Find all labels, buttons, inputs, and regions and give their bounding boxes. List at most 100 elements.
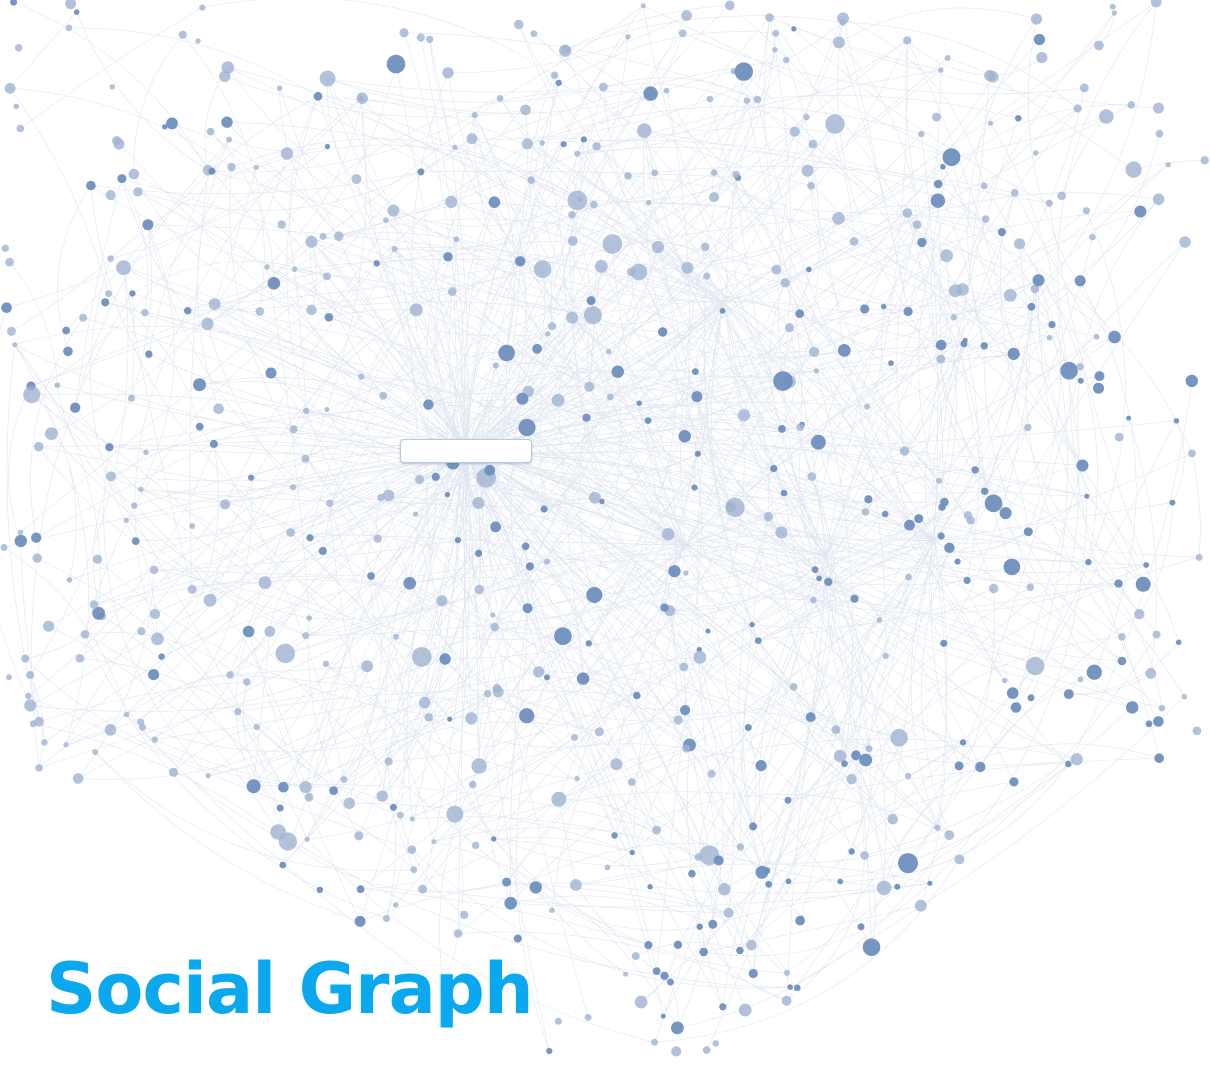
graph-node — [807, 472, 817, 481]
graph-node — [567, 190, 588, 211]
graph-node — [651, 169, 659, 177]
graph-node — [280, 147, 294, 160]
graph-node — [1030, 13, 1043, 25]
graph-node — [1070, 753, 1083, 766]
graph-node — [771, 264, 782, 275]
graph-node — [905, 573, 912, 581]
graph-node — [940, 639, 948, 647]
graph-node — [1108, 330, 1121, 344]
graph-node — [195, 422, 204, 431]
graph-node — [1126, 415, 1132, 421]
graph-node — [1109, 3, 1116, 10]
graph-node — [691, 391, 703, 403]
graph-node — [275, 643, 295, 664]
graph-node — [694, 450, 702, 457]
graph-node — [471, 841, 480, 850]
graph-node — [679, 662, 689, 672]
graph-node — [610, 758, 623, 771]
graph-node — [942, 148, 961, 167]
graph-node — [784, 969, 790, 976]
graph-node — [683, 570, 689, 576]
graph-node — [106, 471, 117, 482]
graph-node — [1179, 236, 1191, 248]
graph-node — [1173, 418, 1180, 424]
graph-node — [460, 910, 469, 919]
graph-node — [862, 938, 881, 956]
graph-node — [1060, 361, 1078, 380]
graph-node — [673, 715, 683, 725]
graph-node — [158, 653, 165, 660]
graph-node — [513, 934, 522, 943]
graph-node — [354, 915, 366, 927]
graph-node — [544, 558, 551, 565]
graph-node — [116, 260, 131, 275]
graph-node — [533, 666, 545, 678]
graph-node — [816, 575, 822, 582]
graph-node — [894, 883, 901, 890]
graph-node — [483, 689, 492, 698]
graph-node — [708, 919, 718, 929]
graph-node — [805, 712, 816, 723]
graph-node — [560, 141, 567, 148]
graph-node — [54, 382, 61, 389]
graph-node — [65, 0, 77, 10]
graph-node — [1152, 193, 1165, 206]
graph-node — [63, 742, 69, 748]
graph-node — [1153, 102, 1164, 114]
graph-node — [1003, 289, 1017, 302]
graph-node — [301, 454, 310, 463]
graph-node — [431, 839, 437, 845]
graph-node — [1079, 83, 1089, 93]
graph-node — [1023, 527, 1033, 537]
graph-edges — [0, 0, 1205, 1052]
graph-node — [62, 326, 71, 335]
graph-node — [1074, 275, 1086, 287]
graph-node — [324, 143, 330, 150]
graph-node — [466, 133, 478, 145]
graph-node — [66, 576, 73, 583]
graph-node — [1089, 233, 1096, 241]
graph-node — [567, 236, 578, 246]
graph-node — [1181, 693, 1188, 700]
graph-node — [933, 179, 943, 189]
graph-node — [801, 164, 814, 177]
graph-node — [763, 511, 774, 522]
graph-node — [379, 392, 388, 400]
graph-node — [571, 733, 579, 741]
graph-node — [1, 244, 9, 252]
graph-node — [887, 813, 899, 825]
graph-node — [162, 124, 168, 130]
graph-node — [313, 91, 323, 101]
graph-node — [382, 489, 395, 501]
graph-node — [846, 774, 857, 785]
graph-node — [533, 260, 552, 279]
graph-node — [898, 853, 918, 874]
graph-node — [484, 464, 496, 476]
graph-node — [426, 35, 434, 43]
graph-node — [606, 348, 612, 355]
graph-node — [783, 56, 790, 64]
graph-node — [1125, 161, 1142, 178]
graph-node — [319, 232, 327, 240]
graph-node — [637, 123, 652, 138]
graph-node — [636, 400, 642, 406]
graph-node — [329, 786, 338, 796]
graph-node — [629, 849, 635, 856]
graph-node — [306, 304, 317, 316]
graph-node — [791, 26, 797, 32]
graph-node — [442, 67, 454, 79]
graph-node — [409, 816, 415, 822]
graph-node — [195, 38, 201, 44]
graph-node — [1188, 449, 1196, 458]
graph-node — [32, 553, 42, 563]
graph-node — [631, 952, 640, 961]
graph-node — [647, 884, 653, 890]
graph-node — [242, 625, 255, 638]
graph-node — [1085, 558, 1092, 566]
graph-node — [289, 425, 298, 434]
graph-node — [660, 1013, 666, 1019]
graph-node — [754, 637, 762, 644]
graph-node — [566, 311, 579, 324]
graph-node — [860, 851, 869, 860]
graph-node — [471, 111, 478, 119]
